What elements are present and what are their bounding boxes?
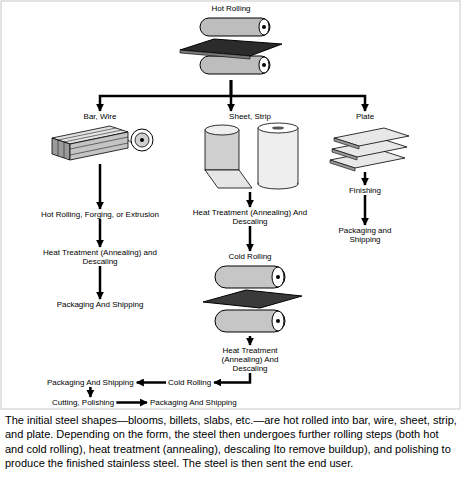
flow-arrow [116,401,147,404]
process-step: Packaging And Shipping [45,378,136,387]
roll-axle [276,319,280,323]
step-label: Bar, Wire [45,112,155,121]
lower-roll [200,56,270,74]
process-step: Heat Treatment (Annealing) And Descaling [185,208,315,226]
steel-strip [203,290,302,308]
coil-bottom [258,179,298,189]
roll-end [259,57,269,73]
sheet-coil [205,130,239,170]
roll-axle [262,63,266,67]
process-step: Finishing [320,186,410,195]
flow-arrow [249,226,252,251]
flow-arrow [137,381,166,384]
flow-arrow [364,172,367,185]
bar-stack-side [70,132,128,160]
process-step: Heat Treatment (Annealing) and Descaling [40,248,160,266]
process-step: Cutting, Polishing [50,398,116,407]
plate-edge [334,138,359,149]
plate-edge [330,160,355,171]
flow-arrow [249,336,252,345]
step-label: Packaging And Shipping [35,300,165,309]
process-step: Packaging And Shipping [35,300,165,309]
process-step: Heat Treatment (Annealing) And Descaling [212,346,288,373]
strip-coil [258,128,298,184]
roll-end [272,311,284,331]
figure-caption: The initial steel shapes—blooms, billets… [5,413,457,471]
flow-arrow [99,266,102,299]
flow-arrow [100,80,231,111]
step-label: Cold Rolling [195,252,305,261]
coil-core [272,126,284,129]
slab-edge [180,50,250,59]
bar-lines [58,128,128,158]
plate-edge [332,149,357,160]
process-step: Cold Rolling [166,378,213,387]
upper-roll [200,18,270,36]
flow-arrow [214,373,250,383]
step-label: Sheet, Strip [195,112,305,121]
process-step: Hot Rolling [176,4,286,80]
process-step: Hot Rolling, Forging, or Extrusion [25,210,175,219]
flow-arrow [249,192,252,207]
coil-fill [259,178,297,184]
roll-axle [262,25,266,29]
roll-end [272,267,284,287]
step-label: Packaging and Shipping [330,226,400,244]
step-label: Packaging And Shipping [150,398,237,407]
wire-spool [131,129,153,151]
process-step: Plate [320,112,410,172]
process-step: Packaging and Shipping [330,226,400,244]
flow-arrow [231,80,365,111]
step-label: Finishing [320,186,410,195]
step-label: Heat Treatment (Annealing) And Descaling [212,346,288,373]
process-step: Sheet, Strip [195,112,305,192]
coil-top [258,123,298,133]
process-step: Packaging And Shipping [148,398,239,407]
flow-arrow [89,387,92,397]
flow-arrow [99,219,102,247]
process-step: Cold Rolling [195,252,305,336]
step-label: Packaging And Shipping [47,378,134,387]
figure-frame [1,1,460,409]
upper-roll [215,266,285,288]
roll-end [259,19,269,35]
flow-arrow [99,164,102,209]
step-label: Cutting, Polishing [52,398,114,407]
step-label: Cold Rolling [168,378,211,387]
step-label: Hot Rolling, Forging, or Extrusion [25,210,175,219]
process-step: Bar, Wire [45,112,155,164]
flow-arrow [364,195,367,225]
step-label: Hot Rolling [176,4,286,13]
roll-axle [276,275,280,279]
unrolled-sheet [205,170,252,188]
wire-coil [135,133,149,147]
coil-top [205,125,239,135]
step-label: Plate [320,112,410,121]
step-label: Heat Treatment (Annealing) And Descaling [185,208,315,226]
spool-hub [140,138,144,142]
lower-roll [215,310,285,332]
step-label: Heat Treatment (Annealing) and Descaling [40,248,160,266]
